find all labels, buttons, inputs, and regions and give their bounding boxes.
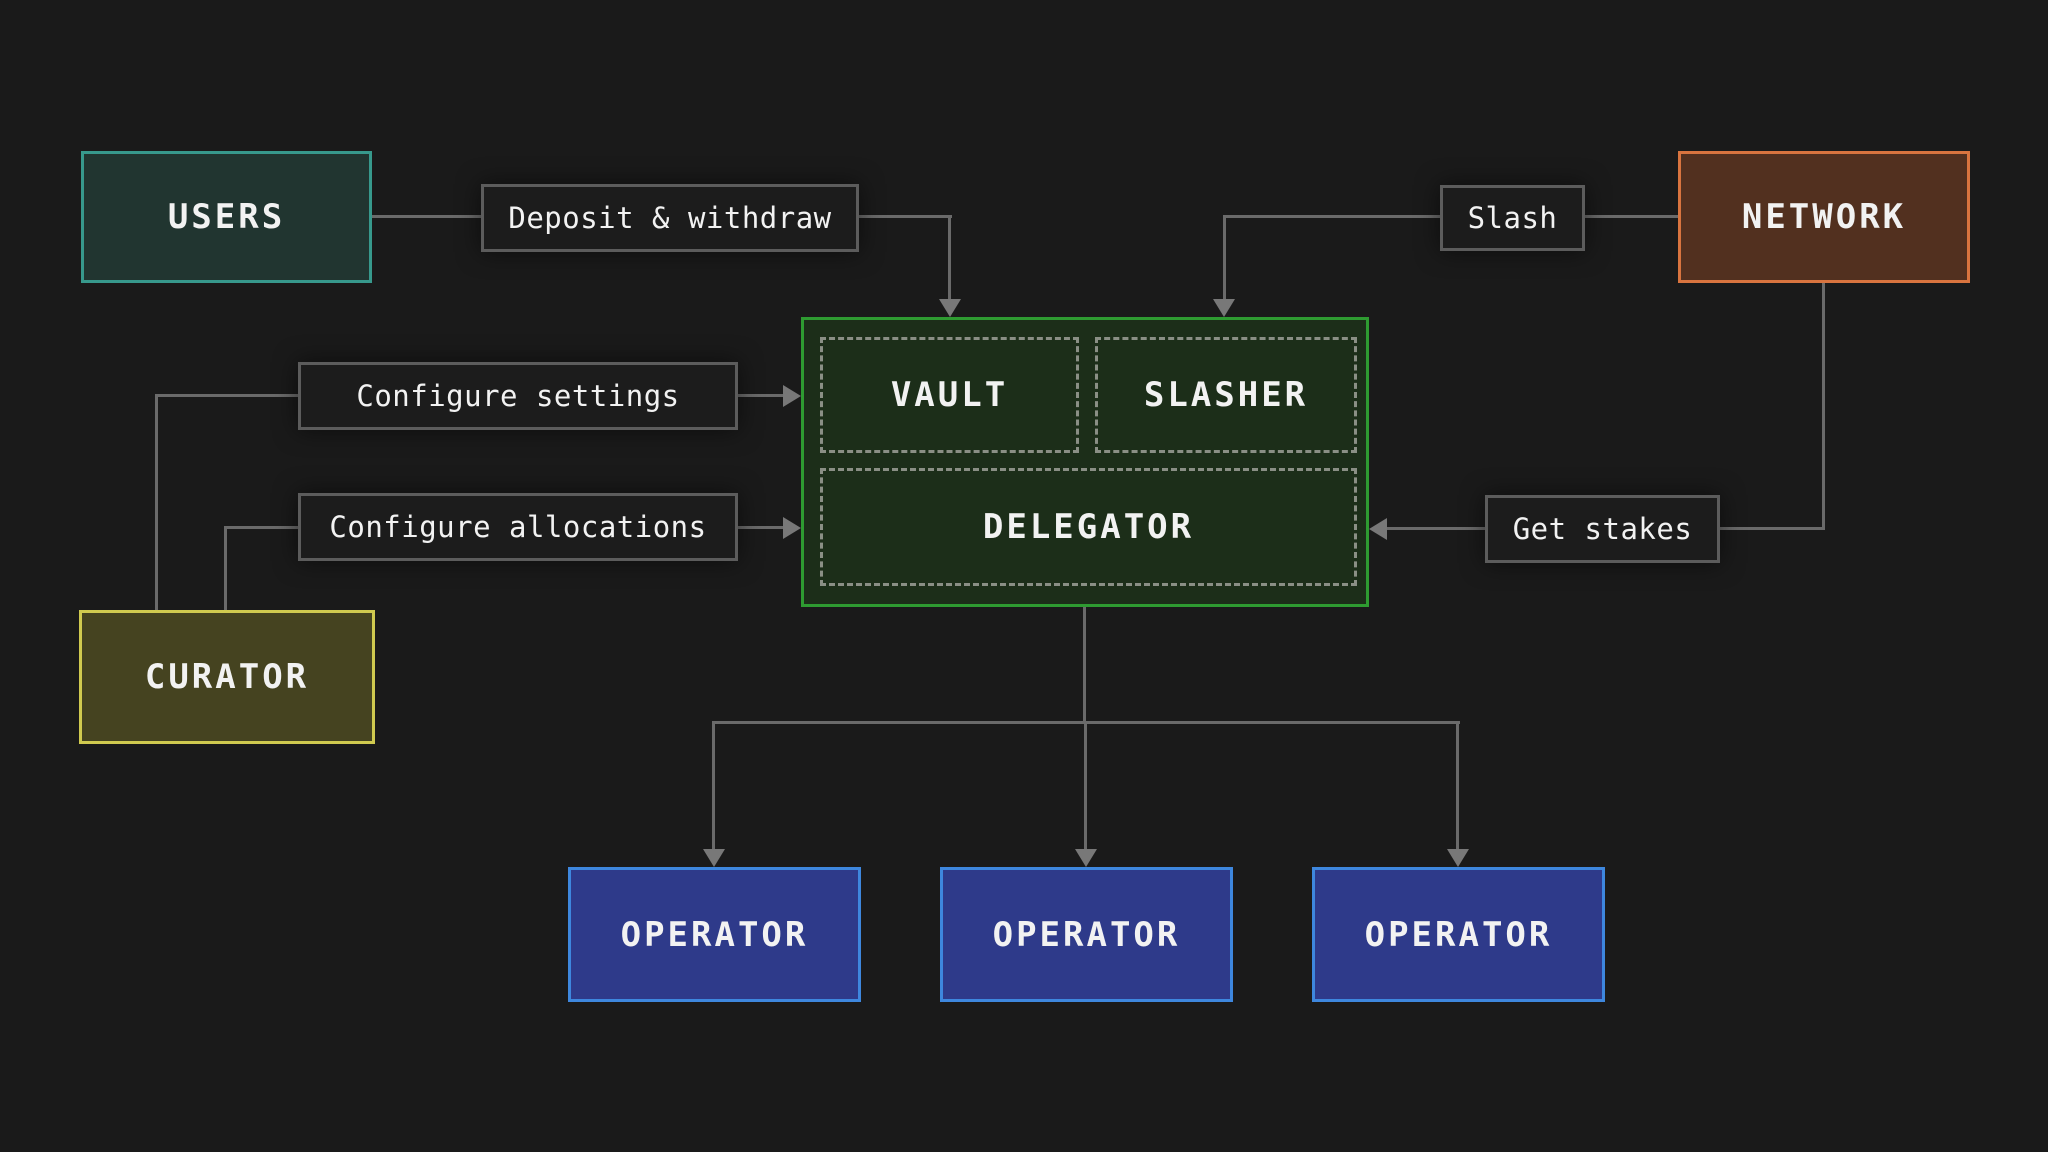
arrowhead-into-delegator-right [1369, 518, 1387, 540]
vault-container: VAULT SLASHER DELEGATOR [801, 317, 1369, 607]
edge-allocations-vault [738, 526, 784, 529]
vault-module: VAULT [820, 337, 1079, 453]
arrowhead-into-operator-3 [1447, 849, 1469, 867]
edge-to-operator-3 [1456, 721, 1459, 849]
edge-settings-vault [738, 394, 784, 397]
configure-settings-label: Configure settings [298, 362, 738, 430]
curator-label: CURATOR [144, 657, 310, 697]
slasher-module: SLASHER [1095, 337, 1357, 453]
operator-node-1: OPERATOR [568, 867, 861, 1002]
slasher-label: SLASHER [1143, 375, 1309, 415]
arrowhead-into-vault [939, 299, 961, 317]
get-stakes-label: Get stakes [1485, 495, 1720, 563]
deposit-withdraw-text: Deposit & withdraw [508, 201, 832, 235]
edge-slash-vault-v [1223, 215, 1226, 301]
operator-label-2: OPERATOR [992, 914, 1181, 955]
edge-network-getstakes-h [1720, 527, 1825, 530]
delegator-module: DELEGATOR [820, 468, 1357, 586]
deposit-withdraw-label: Deposit & withdraw [481, 184, 859, 252]
operator-label-3: OPERATOR [1364, 914, 1553, 955]
edge-users-deposit [372, 215, 481, 218]
slash-text: Slash [1467, 201, 1558, 235]
edge-curator-allocations-h [224, 526, 298, 529]
network-label: NETWORK [1741, 197, 1907, 237]
edge-delegator-down [1083, 607, 1086, 724]
edge-network-getstakes-v [1822, 283, 1825, 530]
edge-slash-vault-h [1224, 215, 1440, 218]
edge-curator-allocations-v [224, 526, 227, 610]
arrowhead-into-slasher [1213, 299, 1235, 317]
vault-label: VAULT [890, 375, 1009, 415]
network-node: NETWORK [1678, 151, 1970, 283]
configure-settings-text: Configure settings [356, 379, 680, 413]
edge-curator-settings-h [155, 394, 298, 397]
arrowhead-into-operator-1 [703, 849, 725, 867]
operator-label-1: OPERATOR [620, 914, 809, 955]
curator-node: CURATOR [79, 610, 375, 744]
edge-to-operator-1 [712, 721, 715, 849]
configure-allocations-text: Configure allocations [329, 510, 707, 544]
get-stakes-text: Get stakes [1512, 512, 1693, 546]
edge-to-operator-2 [1084, 721, 1087, 849]
arrowhead-into-delegator-left [783, 517, 801, 539]
users-label: USERS [167, 197, 286, 237]
edge-deposit-vault-h [859, 215, 952, 218]
slash-label: Slash [1440, 185, 1585, 251]
configure-allocations-label: Configure allocations [298, 493, 738, 561]
operator-node-3: OPERATOR [1312, 867, 1605, 1002]
arrowhead-into-operator-2 [1075, 849, 1097, 867]
delegator-label: DELEGATOR [982, 507, 1195, 547]
edge-curator-settings-v [155, 394, 158, 610]
edge-slash-network [1585, 215, 1678, 218]
operator-node-2: OPERATOR [940, 867, 1233, 1002]
edge-deposit-vault-v [948, 215, 951, 301]
arrowhead-into-vault-left [783, 385, 801, 407]
users-node: USERS [81, 151, 372, 283]
edge-getstakes-delegator [1387, 527, 1485, 530]
